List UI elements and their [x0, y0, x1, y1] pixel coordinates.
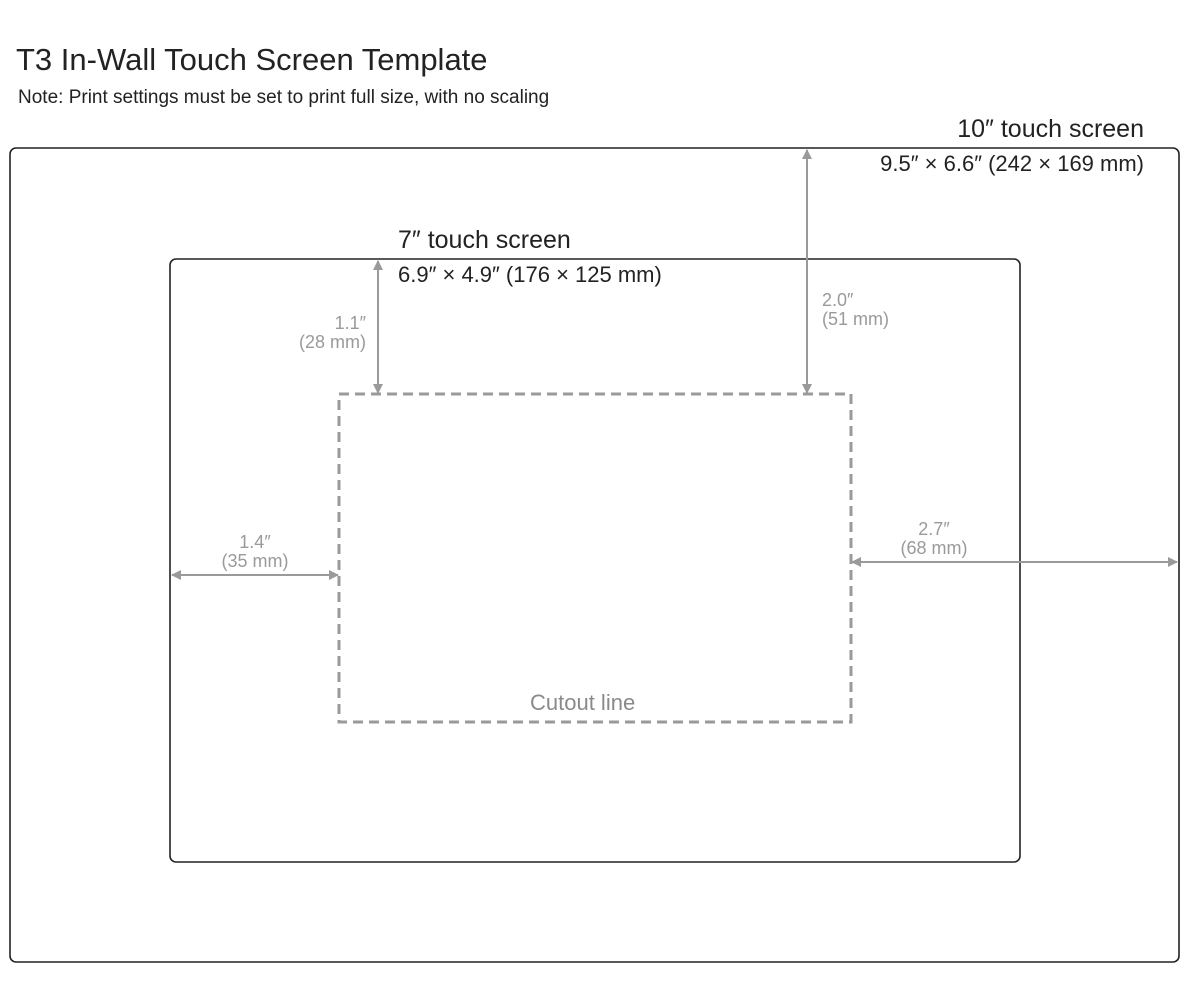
screen-10-label: 10″ touch screen	[957, 115, 1144, 143]
dimension-label-top-7: 1.1″ (28 mm)	[299, 314, 366, 352]
dimension-top-10-inches: 2.0″	[822, 290, 854, 310]
page-title: T3 In-Wall Touch Screen Template	[16, 42, 488, 77]
dimension-label-right-10: 2.7″ (68 mm)	[884, 520, 984, 558]
screen-7-label: 7″ touch screen	[398, 226, 571, 254]
screen-10-dims: 9.5″ × 6.6″ (242 × 169 mm)	[880, 151, 1144, 176]
dimension-top-7-inches: 1.1″	[334, 313, 366, 333]
dimension-left-7-inches: 1.4″	[239, 532, 271, 552]
dimension-label-left-7: 1.4″ (35 mm)	[205, 533, 305, 571]
dimension-top-10-mm: (51 mm)	[822, 309, 889, 329]
dimension-label-top-10: 2.0″ (51 mm)	[822, 291, 889, 329]
cutout-label: Cutout line	[530, 690, 636, 715]
screen-7-dims: 6.9″ × 4.9″ (176 × 125 mm)	[398, 262, 662, 287]
dimension-right-10-inches: 2.7″	[918, 519, 950, 539]
dimension-right-10-mm: (68 mm)	[900, 538, 968, 558]
dimension-left-7-mm: (35 mm)	[221, 551, 289, 571]
print-note: Note: Print settings must be set to prin…	[18, 87, 550, 108]
dimension-top-7-mm: (28 mm)	[299, 332, 366, 352]
cutout-line	[337, 392, 853, 724]
frame-10-inch	[9, 147, 1180, 963]
